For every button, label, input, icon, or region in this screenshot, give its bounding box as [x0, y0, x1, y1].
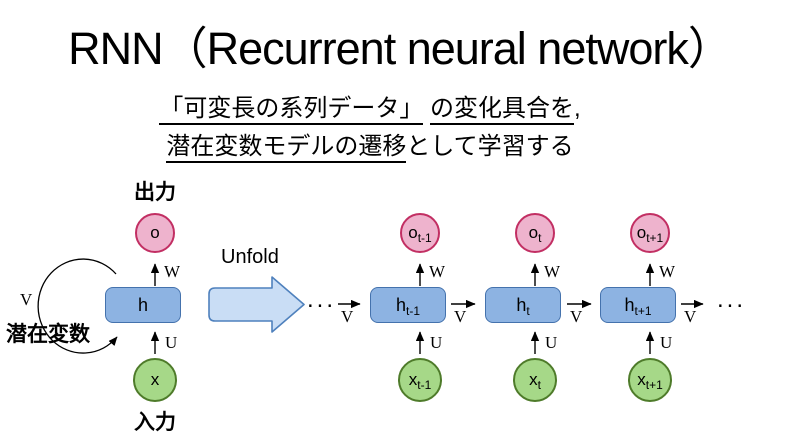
w-weight-label-t: W: [544, 262, 561, 281]
subtitle-line-2: 潜在変数モデルの遷移として学習する: [0, 128, 740, 166]
hidden-node-t-1: ht-1: [370, 287, 446, 323]
node-text: o: [150, 223, 160, 242]
v-weight-label-trailing: V: [684, 307, 697, 326]
folded-v-weight-label: V: [20, 290, 33, 309]
input-node-t+1: xt+1: [628, 358, 672, 402]
node-text: ot+1: [636, 223, 664, 245]
folded-input-node: x: [133, 358, 177, 402]
subtitle-underline-3: 潜在変数モデルの遷移: [166, 133, 407, 163]
hidden-node-t+1: ht+1: [600, 287, 676, 323]
node-text: ot: [528, 223, 542, 245]
input-node-t-1: xt-1: [398, 358, 442, 402]
output-label: 出力: [134, 181, 176, 204]
node-text: h: [137, 294, 148, 315]
node-text: ht: [516, 294, 530, 318]
output-node-t-1: ot-1: [400, 213, 440, 253]
subtitle-plain-text: として学習する: [406, 133, 574, 160]
input-node-t: xt: [513, 358, 557, 402]
subtitle-underline-1: 「可変長の系列データ」: [159, 95, 424, 125]
folded-w-weight-label: W: [164, 262, 181, 281]
node-text: xt-1: [408, 370, 432, 392]
left-ellipsis: ...: [307, 286, 337, 313]
output-node-t+1: ot+1: [630, 213, 670, 253]
subtitle-line-1: 「可変長の系列データ」 の変化具合を,: [0, 90, 740, 128]
slide-title: RNN（Recurrent neural network）: [68, 23, 733, 74]
subtitle-underline-2: の変化具合を: [430, 95, 574, 125]
input-label: 入力: [134, 411, 176, 434]
slide-subtitle: 「可変長の系列データ」 の変化具合を, 潜在変数モデルの遷移として学習する: [0, 90, 740, 166]
latent-variable-label: 潜在変数: [6, 323, 90, 346]
u-weight-label-t: U: [545, 333, 558, 352]
node-text: ht-1: [395, 294, 421, 318]
v-weight-label-t-1: V: [341, 307, 354, 326]
hidden-node-t: ht: [485, 287, 561, 323]
node-text: xt+1: [637, 370, 663, 392]
node-text: xt: [529, 370, 541, 392]
node-text: ht+1: [624, 294, 652, 318]
unfold-block-arrow-icon: [208, 276, 305, 333]
subtitle-comma: ,: [574, 95, 581, 122]
folded-hidden-node: h: [105, 287, 181, 323]
folded-output-node: o: [135, 213, 175, 253]
u-weight-label-t-1: U: [430, 333, 443, 352]
w-weight-label-t+1: W: [659, 262, 676, 281]
right-ellipsis: ...: [717, 286, 747, 313]
output-node-t: ot: [515, 213, 555, 253]
w-weight-label-t-1: W: [429, 262, 446, 281]
folded-u-weight-label: U: [165, 333, 178, 352]
node-text: x: [150, 370, 160, 389]
u-weight-label-t+1: U: [660, 333, 673, 352]
node-text: ot-1: [408, 223, 432, 245]
unfold-label: Unfold: [221, 246, 279, 268]
v-weight-label-t: V: [454, 307, 467, 326]
v-weight-label-t+1: V: [570, 307, 583, 326]
